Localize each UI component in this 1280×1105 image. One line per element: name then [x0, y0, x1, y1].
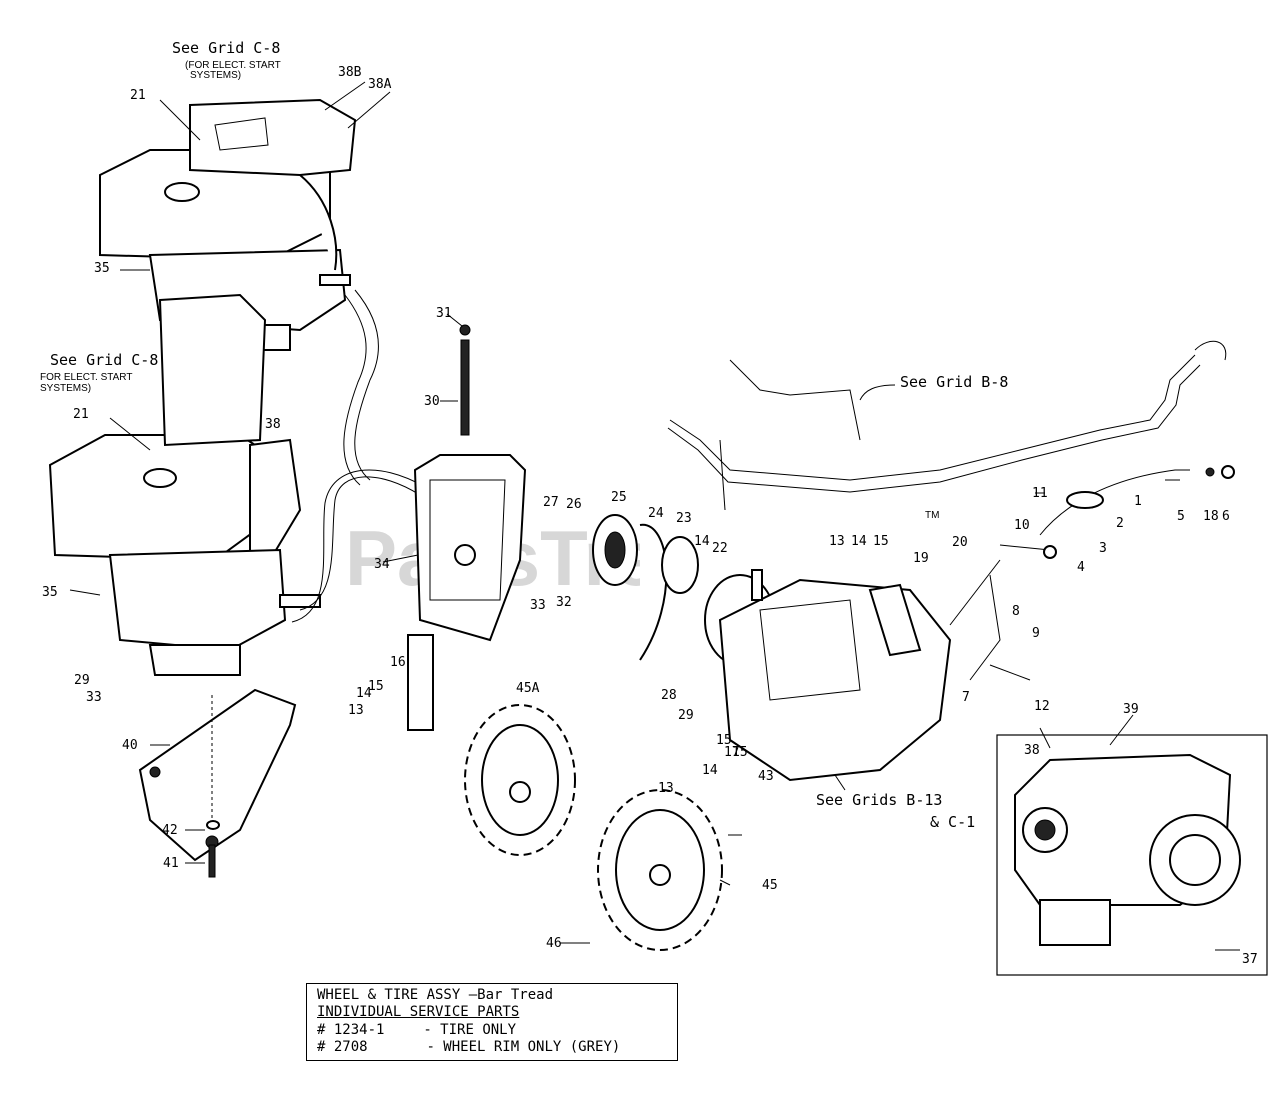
housing-bracket[interactable]: [407, 324, 527, 731]
callout-46: 46: [546, 936, 562, 951]
callout-38: 38: [265, 417, 281, 432]
callout-24: 24: [648, 506, 664, 521]
callout-18: 18: [1203, 509, 1219, 524]
callout-38: 38: [1024, 743, 1040, 758]
callout-13: 13: [829, 534, 845, 549]
transmission-block[interactable]: [718, 569, 952, 782]
legend-title: WHEEL & TIRE ASSY —Bar Tread: [317, 987, 554, 1003]
callout-15: 15: [368, 679, 384, 694]
callout-45: 45: [762, 878, 778, 893]
callout-2: 2: [1116, 516, 1124, 531]
callout-28: 28: [661, 688, 677, 703]
legend-row-1-description: - TIRE ONLY: [423, 1022, 517, 1038]
note-grid-c8-top: See Grid C-8: [172, 39, 280, 57]
callout-39: 39: [1123, 702, 1139, 717]
callout-35: 35: [94, 261, 110, 276]
callout-42: 42: [162, 823, 178, 838]
callout-10: 10: [1014, 518, 1030, 533]
note-elect-start-mid-2: SYSTEMS): [40, 383, 91, 394]
callout-14: 14: [851, 534, 867, 549]
callout-27: 27: [543, 495, 559, 510]
callout-41: 41: [163, 856, 179, 871]
callout-33: 33: [530, 598, 546, 613]
callout-26: 26: [566, 497, 582, 512]
callout-25: 25: [611, 490, 627, 505]
callout-35: 35: [42, 585, 58, 600]
callout-5: 5: [1177, 509, 1185, 524]
note-grid-c8-mid: See Grid C-8: [50, 351, 158, 369]
legend-row-1-number: # 1234-1: [317, 1022, 385, 1038]
callout-12: 12: [1034, 699, 1050, 714]
callout-13: 13: [348, 703, 364, 718]
note-grids-b13-2: & C-1: [930, 813, 975, 831]
callout-34: 34: [374, 557, 390, 572]
leader-lines: [69, 81, 1240, 951]
callout-32: 32: [556, 595, 572, 610]
callout-11: 11: [1032, 486, 1048, 501]
callout-21: 21: [73, 407, 89, 422]
callout-14: 14: [356, 686, 372, 701]
callout-37: 37: [1242, 952, 1258, 967]
callout-31: 31: [436, 306, 452, 321]
callout-45a: 45A: [516, 681, 540, 696]
callout-43: 43: [758, 769, 774, 784]
arrow-grids-b13: [834, 774, 846, 791]
trademark-mark: TM: [925, 510, 939, 521]
callout-7: 7: [962, 690, 970, 705]
inset-engine-panel: [996, 734, 1268, 976]
wheel-45a[interactable]: [464, 704, 576, 856]
callout-20: 20: [952, 535, 968, 550]
legend-row-2: # 2708 - WHEEL RIM ONLY (GREY): [317, 1039, 620, 1055]
callout-14: 14: [694, 534, 710, 549]
callout-19: 19: [913, 551, 929, 566]
callout-21: 21: [130, 88, 146, 103]
callout-29: 29: [74, 673, 90, 688]
control-linkage[interactable]: [949, 465, 1235, 681]
callout-40: 40: [122, 738, 138, 753]
legend-row-2-number: # 2708: [317, 1039, 368, 1055]
callout-3: 3: [1099, 541, 1107, 556]
callout-29: 29: [678, 708, 694, 723]
callout-15: 15: [873, 534, 889, 549]
note-grid-b8: See Grid B-8: [900, 373, 1008, 391]
callout-13: 13: [658, 781, 674, 796]
note-elect-start-top-1: (FOR ELECT. START: [185, 60, 281, 71]
wheel-45[interactable]: [597, 789, 723, 951]
callout-1: 1: [1134, 494, 1142, 509]
note-elect-start-mid-1: FOR ELECT. START: [40, 372, 132, 383]
callout-16: 16: [390, 655, 406, 670]
callout-6: 6: [1222, 509, 1230, 524]
callout-38a: 38A: [368, 77, 392, 92]
legend-row-2-description: - WHEEL RIM ONLY (GREY): [426, 1039, 621, 1055]
engine-base-plate[interactable]: [138, 688, 297, 878]
callout-23: 23: [676, 511, 692, 526]
legend-subtitle: INDIVIDUAL SERVICE PARTS: [317, 1004, 520, 1020]
note-grids-b13-1: See Grids B-13: [816, 791, 942, 809]
service-parts-legend: WHEEL & TIRE ASSY —Bar Tread INDIVIDUAL …: [306, 983, 678, 1061]
callout-17: 17: [724, 745, 740, 760]
callout-15: 15: [732, 745, 748, 760]
callout-15: 15: [716, 733, 732, 748]
callout-30: 30: [424, 394, 440, 409]
handlebar-frame[interactable]: [667, 340, 1227, 511]
middle-engine[interactable]: [48, 293, 426, 676]
callout-4: 4: [1077, 560, 1085, 575]
arrow-grid-b8: [859, 384, 896, 401]
callout-22: 22: [712, 541, 728, 556]
callout-33: 33: [86, 690, 102, 705]
note-elect-start-top-2: SYSTEMS): [190, 70, 241, 81]
callout-14: 14: [702, 763, 718, 778]
callout-8: 8: [1012, 604, 1020, 619]
callout-38b: 38B: [338, 65, 362, 80]
legend-row-1: # 1234-1 - TIRE ONLY: [317, 1022, 516, 1038]
callout-9: 9: [1032, 626, 1040, 641]
